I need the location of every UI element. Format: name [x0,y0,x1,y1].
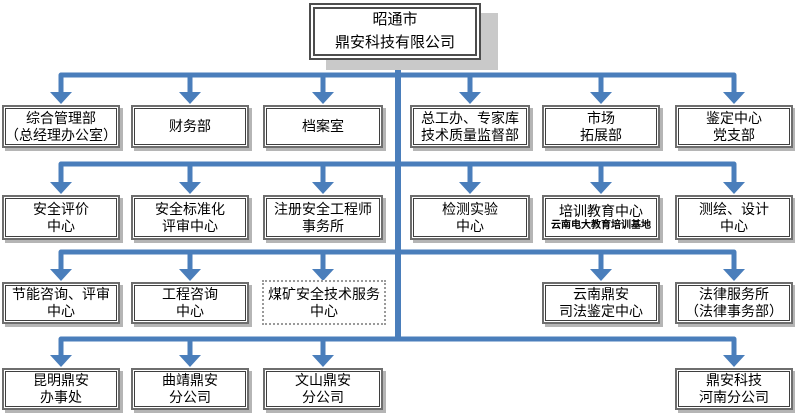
box-henan-branch: 鼎安科技 河南分公司 [675,368,793,410]
box-label-line2: 中心 [456,217,484,234]
box-label-line2: 中心 [310,302,338,319]
box-market-expansion-dept: 市场 拓展部 [542,105,660,148]
box-registered-safety-engineer-office: 注册安全工程师 事务所 [263,195,383,240]
box-label-line2: 事务所 [302,217,344,234]
box-label-line1: 档案室 [302,118,344,135]
box-coal-mine-safety-center: 煤矿安全技术服务 中心 [262,280,386,325]
box-label-line1: 综合管理部 [26,109,96,126]
box-sublabel: 云南电大教育培训基地 [551,219,651,231]
box-safety-standardization-center: 安全标准化 评审中心 [131,195,249,240]
box-label-line1: 鼎安科技 [706,372,762,389]
box-label-line1: 注册安全工程师 [274,200,372,217]
box-label-line1: 煤矿安全技术服务 [268,285,380,302]
box-label-line2: 中心 [720,217,748,234]
box-label-line1: 总工办、专家库 [421,109,519,126]
box-qujing-branch: 曲靖鼎安 分公司 [131,368,249,410]
box-kunming-office: 昆明鼎安 办事处 [2,368,120,410]
box-label-line1: 云南鼎安 [573,286,629,303]
box-company-root: 昭通市 鼎安科技有限公司 [309,3,481,60]
box-label-line1: 法律服务所 [699,286,769,303]
box-label-line1: 昭通市 [372,11,418,28]
box-training-education-center: 培训教育中心 云南电大教育培训基地 [542,195,660,240]
box-label-line2: 评审中心 [162,217,218,234]
box-yunnan-dingan-judicial-center: 云南鼎安 司法鉴定中心 [542,282,660,324]
box-label-line1: 测绘、设计 [699,200,769,217]
box-finance-dept: 财务部 [131,105,249,148]
arrowheads [50,92,745,367]
box-label-line1: 检测实验 [442,200,498,217]
box-label-line2: 中心 [47,217,75,234]
box-safety-evaluation-center: 安全评价 中心 [2,195,120,240]
box-label-line2: 分公司 [169,389,211,405]
box-label-line1: 安全标准化 [155,200,225,217]
box-label-line1: 昆明鼎安 [33,372,89,389]
box-label-line2: 办事处 [40,389,82,405]
row-branch-lines [58,72,737,357]
box-label-line2: 拓展部 [580,126,622,143]
box-testing-experiment-center: 检测实验 中心 [410,195,530,240]
box-label-line1: 安全评价 [33,200,89,217]
box-legal-service-office: 法律服务所 （法律事务部） [675,282,793,324]
box-label-line2: （法律事务部） [685,303,783,319]
box-wenshan-branch: 文山鼎安 分公司 [263,368,383,410]
box-label-line2: 分公司 [302,389,344,405]
box-label-line2: 技术质量监督部 [421,126,519,143]
box-label-line2: 中心 [176,303,204,319]
box-energy-consulting-center: 节能咨询、评审 中心 [2,282,120,324]
box-label-line2: 鼎安科技有限公司 [334,33,455,51]
box-label-line1: 曲靖鼎安 [162,372,218,389]
box-label-line1: 财务部 [169,118,211,135]
box-archives-room: 档案室 [263,105,383,148]
box-label-line1: 工程咨询 [162,286,218,303]
box-label-line2: （总经理办公室） [5,126,117,143]
box-engineering-consulting-center: 工程咨询 中心 [131,282,249,324]
box-label-line2: 党支部 [713,126,755,143]
box-label-line2: 司法鉴定中心 [559,303,643,319]
box-label-line1: 市场 [587,109,615,126]
box-label-line2: 中心 [47,303,75,319]
box-label-line1: 培训教育中心 [559,202,643,219]
box-chief-engineer-expert-dept: 总工办、专家库 技术质量监督部 [410,105,530,148]
box-label-line1: 节能咨询、评审 [12,286,110,303]
box-label-line1: 鉴定中心 [706,109,762,126]
box-label-line2: 河南分公司 [699,389,769,405]
box-appraisal-center-party-branch: 鉴定中心 党支部 [675,105,793,148]
box-general-management-dept: 综合管理部 （总经理办公室） [2,105,120,148]
box-label-line1: 文山鼎安 [295,372,351,389]
box-surveying-design-center: 测绘、设计 中心 [675,195,793,240]
